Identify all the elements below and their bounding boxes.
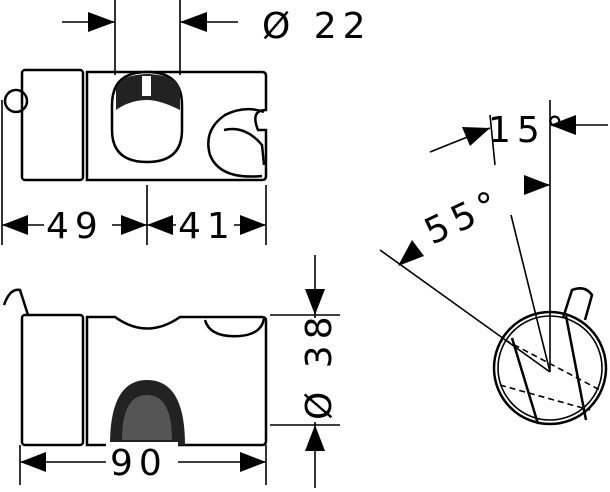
arrow bbox=[180, 12, 207, 32]
clamp-diameter-label: Ø 38 bbox=[299, 310, 340, 420]
top-view: Ø 22 49 41 bbox=[1, 0, 372, 247]
arrow bbox=[240, 452, 266, 472]
side-view: 15° 55° bbox=[379, 100, 608, 426]
clamp-edge bbox=[510, 337, 540, 425]
total-width-label: 90 bbox=[110, 443, 168, 484]
lever bbox=[2, 288, 30, 316]
front-view: Ø 38 90 bbox=[2, 255, 340, 488]
label-bg bbox=[298, 318, 338, 422]
left-block bbox=[20, 313, 85, 447]
arrow bbox=[240, 215, 266, 235]
arrow bbox=[305, 289, 325, 315]
arrow bbox=[121, 215, 147, 235]
axis-15 bbox=[510, 214, 551, 373]
arrow bbox=[550, 115, 576, 135]
hook-edge bbox=[203, 317, 266, 338]
left-block bbox=[20, 68, 85, 182]
arrow bbox=[398, 240, 424, 266]
rib-gap bbox=[142, 76, 151, 96]
label-bg bbox=[44, 205, 112, 245]
angle-small-label: 15° bbox=[488, 110, 570, 151]
label-bg bbox=[106, 442, 178, 482]
arrow bbox=[88, 12, 115, 32]
axis-55 bbox=[379, 249, 551, 373]
arrow bbox=[2, 215, 28, 235]
pivot-knob bbox=[3, 88, 29, 114]
left-width-label: 49 bbox=[46, 206, 104, 247]
lever bbox=[561, 287, 594, 321]
right-width-label: 41 bbox=[178, 206, 236, 247]
hidden-lines bbox=[499, 339, 601, 411]
arrow bbox=[147, 215, 173, 235]
arrow bbox=[305, 425, 325, 451]
angle-large-label: 55° bbox=[418, 181, 509, 253]
right-block bbox=[85, 315, 268, 447]
bar-hole bbox=[110, 70, 184, 164]
bar-diameter-label: Ø 22 bbox=[262, 6, 372, 47]
right-block bbox=[85, 70, 268, 182]
hook-inner bbox=[223, 127, 266, 166]
ext bbox=[489, 114, 496, 166]
clamp-edge bbox=[564, 315, 588, 421]
arrow bbox=[20, 452, 46, 472]
arrow bbox=[462, 127, 490, 146]
ribbing-inner bbox=[122, 395, 172, 440]
arrow bbox=[524, 175, 550, 195]
label-bg bbox=[176, 205, 234, 245]
hook-c bbox=[207, 107, 265, 178]
